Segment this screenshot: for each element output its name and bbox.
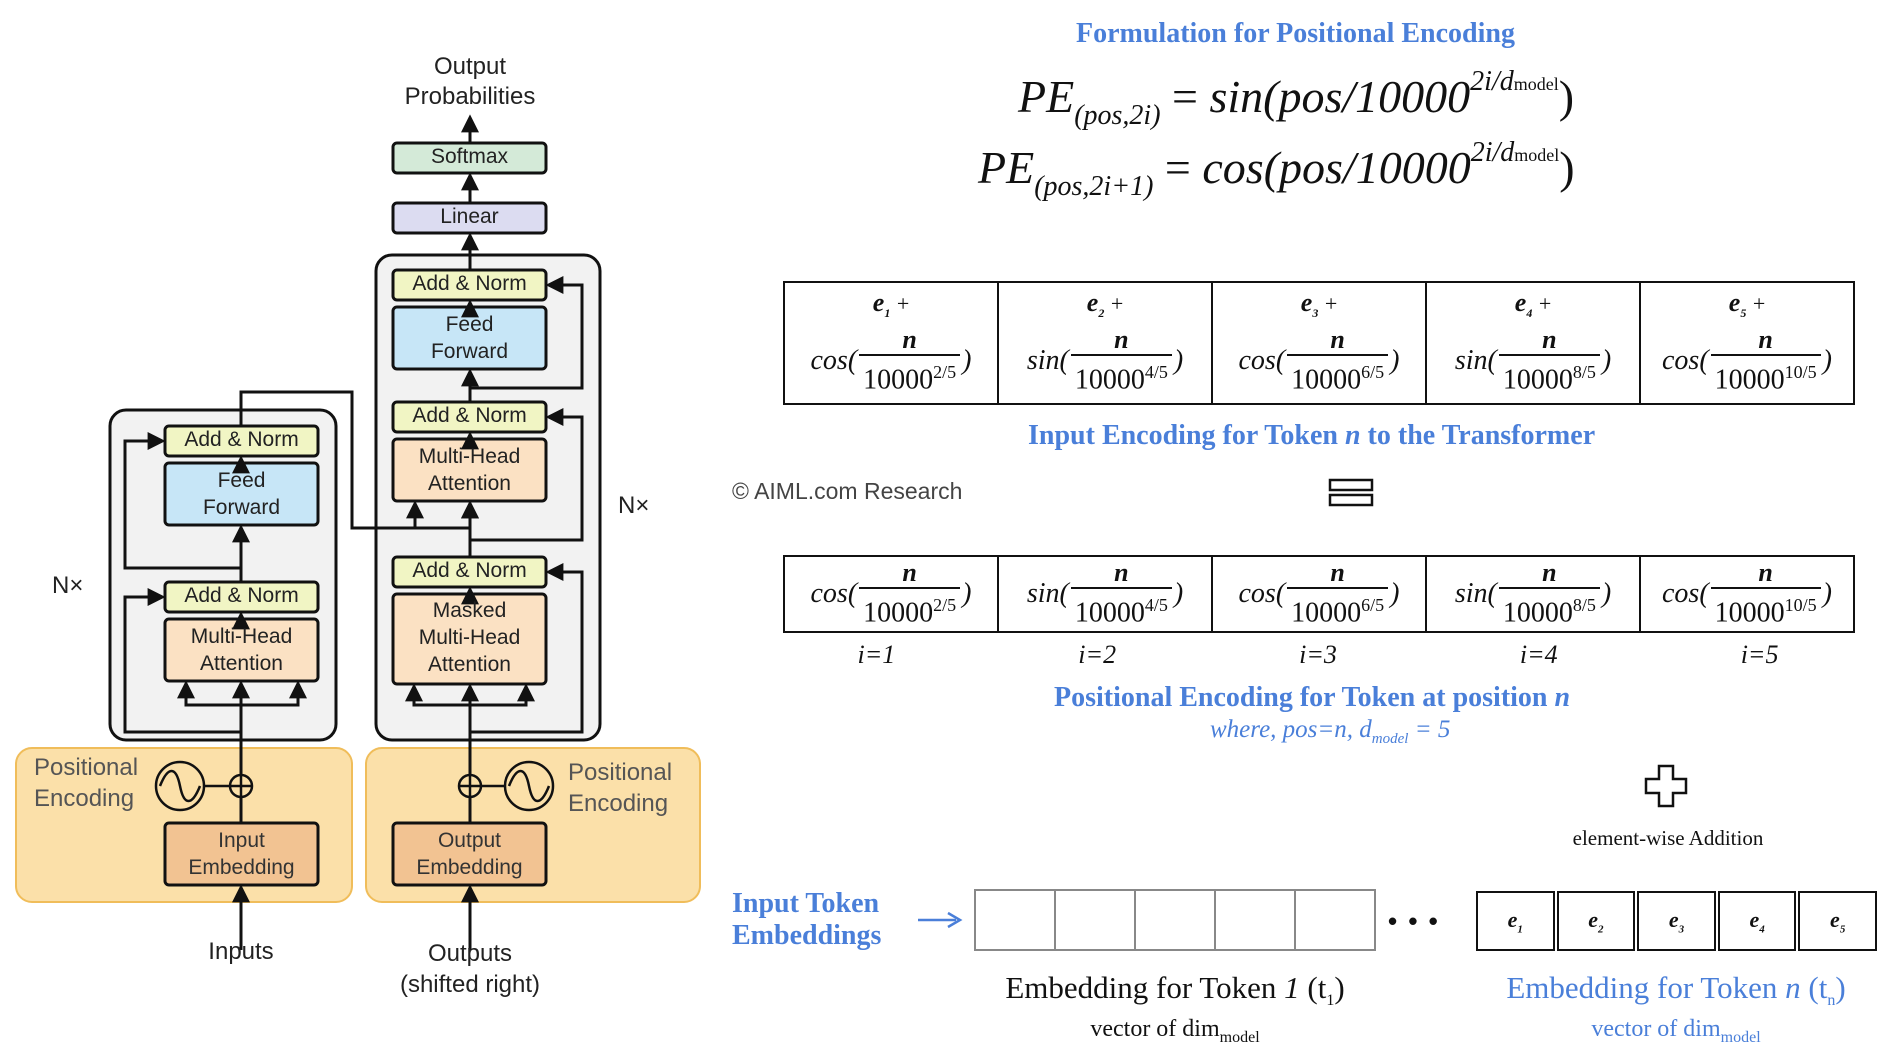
token-n-caption: Embedding for Token n (tn) (1506, 970, 1846, 1010)
outputs-label-2: (shifted right) (399, 971, 541, 998)
input-token-label-2: Embeddings (732, 920, 882, 951)
embedding-value-cell: e4 (1717, 891, 1797, 951)
token-n-vector-caption: vector of dimmodel (1591, 1016, 1761, 1046)
encoder-attention-label: Multi-Head (190, 625, 293, 648)
decoder-attention-label: Multi-Head (418, 445, 521, 468)
embedding-cell (974, 889, 1056, 951)
output-embedding-label: Output (437, 829, 502, 852)
token-n-embedding-vector: e1 e2 e3 e4 e5 (1474, 889, 1879, 953)
embedding-value-cell: e3 (1637, 891, 1716, 951)
encoder-stack (108, 408, 338, 742)
index-label: i=1 (857, 640, 896, 669)
decoder-add-norm-mid-label: Add & Norm (412, 404, 527, 427)
equation-cos: PE(pos,2i+1) = cos(pos/100002i/dmodel) (978, 137, 1575, 202)
copyright-text: © AIML.com Research (732, 478, 963, 504)
positional-encoding-where: where, pos=n, dmodel = 5 (1210, 716, 1451, 747)
decoder-feed-forward-label-2: Forward (430, 340, 509, 363)
equals-icon (1328, 478, 1374, 507)
encoder-add-norm-top-label: Add & Norm (184, 428, 299, 451)
embedding-value-cell: e1 (1476, 891, 1555, 951)
embedding-value-cell: e5 (1798, 891, 1877, 951)
embedding-cell (1134, 889, 1216, 951)
decoder-positional-encoding-label: Positional (568, 759, 673, 786)
plus-icon (1644, 764, 1688, 808)
decoder-add-norm-bottom-label: Add & Norm (412, 559, 527, 582)
addition-label: element-wise Addition (1572, 826, 1764, 850)
index-label: i=4 (1519, 640, 1558, 669)
encoder-positional-encoding-label-2: Encoding (34, 785, 135, 812)
embedding-value-cell: e2 (1556, 891, 1636, 951)
transformer-architecture-diagram (15, 114, 701, 950)
decoder-repeat-label: N× (618, 492, 650, 519)
decoder-feed-forward-label: Feed (445, 313, 494, 336)
ellipsis: • • • (1388, 906, 1440, 936)
positional-encoding-heading: Positional Encoding for Token at positio… (1054, 682, 1571, 713)
inputs-label: Inputs (208, 938, 274, 965)
encoder-feed-forward-label: Feed (217, 469, 266, 492)
index-label: i=2 (1078, 640, 1117, 669)
index-label: i=3 (1299, 640, 1337, 669)
equation-sin: PE(pos,2i) = sin(pos/100002i/dmodel) (1018, 66, 1575, 131)
masked-attention-label-2: Multi-Head (418, 626, 521, 649)
linear-label: Linear (440, 205, 499, 228)
encoder-add-norm-bottom-label: Add & Norm (184, 584, 299, 607)
masked-attention-label-3: Attention (428, 653, 511, 676)
token-1-embedding-vector (974, 889, 1376, 951)
encoder-attention-label-2: Attention (200, 652, 283, 675)
token-1-caption: Embedding for Token 1 (t1) (1005, 970, 1345, 1010)
input-encoding-heading: Input Encoding for Token n to the Transf… (1028, 420, 1596, 451)
input-embedding-label: Input (218, 829, 265, 852)
output-embedding-label-2: Embedding (416, 856, 523, 879)
outputs-label: Outputs (427, 940, 513, 967)
embedding-cell (1294, 889, 1376, 951)
output-probabilities-label: Output (433, 53, 507, 80)
input-embedding-label-2: Embedding (188, 856, 295, 879)
index-row: i=1 i=2 i=3 i=4 i=5 (766, 640, 1870, 670)
softmax-label: Softmax (430, 145, 509, 168)
masked-attention-label: Masked (432, 599, 507, 622)
input-token-label: Input Token (732, 888, 880, 919)
arrow-right-icon (918, 911, 963, 929)
embedding-cell (1054, 889, 1136, 951)
output-probabilities-label-2: Probabilities (404, 83, 536, 110)
encoder-feed-forward-label-2: Forward (202, 496, 281, 519)
formulation-heading: Formulation for Positional Encoding (1076, 18, 1515, 49)
decoder-attention-label-2: Attention (428, 472, 511, 495)
embedding-cell (1214, 889, 1296, 951)
decoder-positional-encoding-label-2: Encoding (568, 790, 669, 817)
index-label: i=5 (1740, 640, 1779, 669)
encoder-repeat-label: N× (52, 572, 84, 599)
token-1-vector-caption: vector of dimmodel (1090, 1016, 1260, 1046)
decoder-add-norm-top-label: Add & Norm (412, 272, 527, 295)
encoder-positional-encoding-label: Positional (34, 754, 139, 781)
